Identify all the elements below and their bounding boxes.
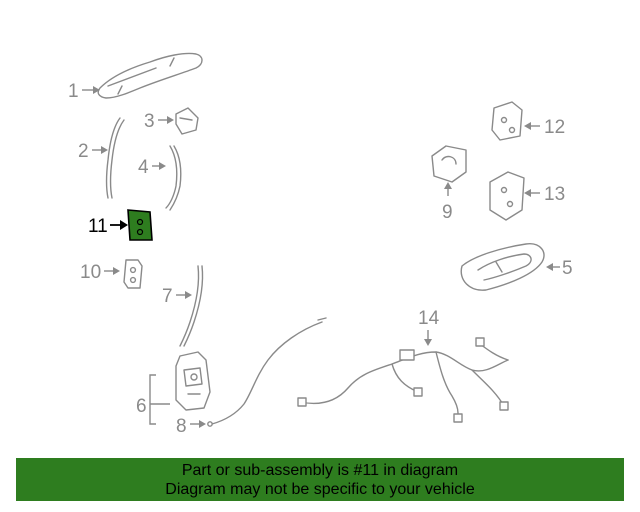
part-5-inside-handle[interactable] [460, 243, 545, 291]
svg-text:3: 3 [144, 111, 155, 132]
svg-text:2: 2 [78, 141, 89, 162]
part-12-hinge[interactable] [491, 101, 523, 141]
callout-12: 12 [524, 117, 565, 138]
part-13-hinge[interactable] [489, 171, 525, 221]
callout-14: 14 [418, 308, 440, 346]
callout-4: 4 [138, 157, 166, 178]
part-10-bracket[interactable] [123, 259, 143, 289]
svg-text:4: 4 [138, 157, 149, 178]
svg-text:10: 10 [80, 262, 101, 283]
svg-text:12: 12 [544, 117, 565, 138]
banner-line-2: Diagram may not be specific to your vehi… [165, 481, 475, 498]
callout-5: 5 [546, 258, 573, 279]
svg-text:14: 14 [418, 308, 440, 329]
part-7-rod[interactable] [179, 265, 204, 347]
svg-text:5: 5 [562, 258, 573, 279]
callout-3: 3 [144, 111, 174, 132]
part-3-cap[interactable] [175, 107, 199, 135]
callout-6: 6 [136, 374, 170, 425]
svg-text:6: 6 [136, 396, 147, 417]
info-banner: Part or sub-assembly is #11 in diagram D… [16, 458, 624, 501]
callout-10: 10 [80, 262, 120, 283]
callout-1: 1 [68, 81, 100, 102]
callout-9: 9 [442, 182, 453, 223]
callout-2: 2 [78, 141, 108, 162]
svg-text:13: 13 [544, 184, 565, 205]
part-8-cable[interactable] [207, 317, 327, 427]
callout-7: 7 [162, 286, 192, 307]
part-11-bracket[interactable] [127, 209, 153, 241]
part-6-latch[interactable] [175, 351, 211, 411]
part-2-rod[interactable] [105, 117, 125, 199]
part-14-harness[interactable] [297, 337, 509, 423]
svg-text:1: 1 [68, 81, 79, 102]
part-9-striker[interactable] [431, 145, 467, 183]
svg-text:8: 8 [176, 416, 187, 437]
svg-text:7: 7 [162, 286, 173, 307]
banner-line-1: Part or sub-assembly is #11 in diagram [181, 462, 459, 479]
part-4-rod[interactable] [165, 145, 182, 211]
callout-13: 13 [524, 184, 565, 205]
svg-text:9: 9 [442, 202, 453, 223]
callout-11: 11 [88, 216, 128, 237]
svg-text:11: 11 [88, 216, 108, 237]
callout-8: 8 [176, 416, 206, 437]
part-1-outside-handle[interactable] [97, 52, 203, 99]
